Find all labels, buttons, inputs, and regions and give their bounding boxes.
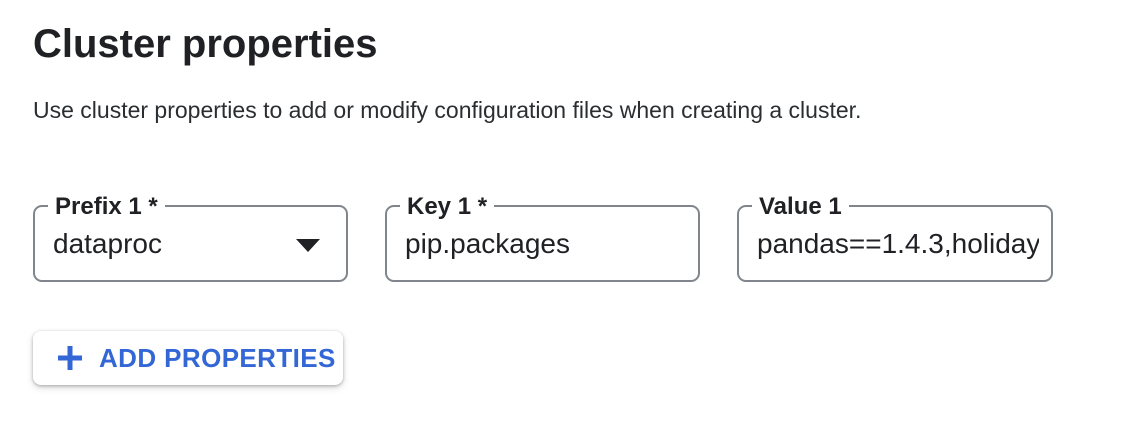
key-input[interactable] xyxy=(387,207,698,280)
dropdown-caret-icon[interactable] xyxy=(296,239,320,252)
page-description: Use cluster properties to add or modify … xyxy=(33,97,862,123)
add-properties-button[interactable]: ADD PROPERTIES xyxy=(33,331,343,385)
key-field: Key 1 * xyxy=(385,194,700,282)
plus-icon xyxy=(58,346,82,370)
prefix-select-field[interactable]: Prefix 1 * dataproc xyxy=(33,194,348,282)
prefix-field-label: Prefix 1 * xyxy=(48,194,165,219)
prefix-selected-value: dataproc xyxy=(53,227,162,259)
value-field-label: Value 1 xyxy=(752,194,849,219)
value-field: Value 1 xyxy=(737,194,1053,282)
key-field-label: Key 1 * xyxy=(400,194,495,219)
value-input[interactable] xyxy=(739,207,1051,280)
add-properties-label: ADD PROPERTIES xyxy=(99,342,336,373)
page-title: Cluster properties xyxy=(33,22,378,66)
